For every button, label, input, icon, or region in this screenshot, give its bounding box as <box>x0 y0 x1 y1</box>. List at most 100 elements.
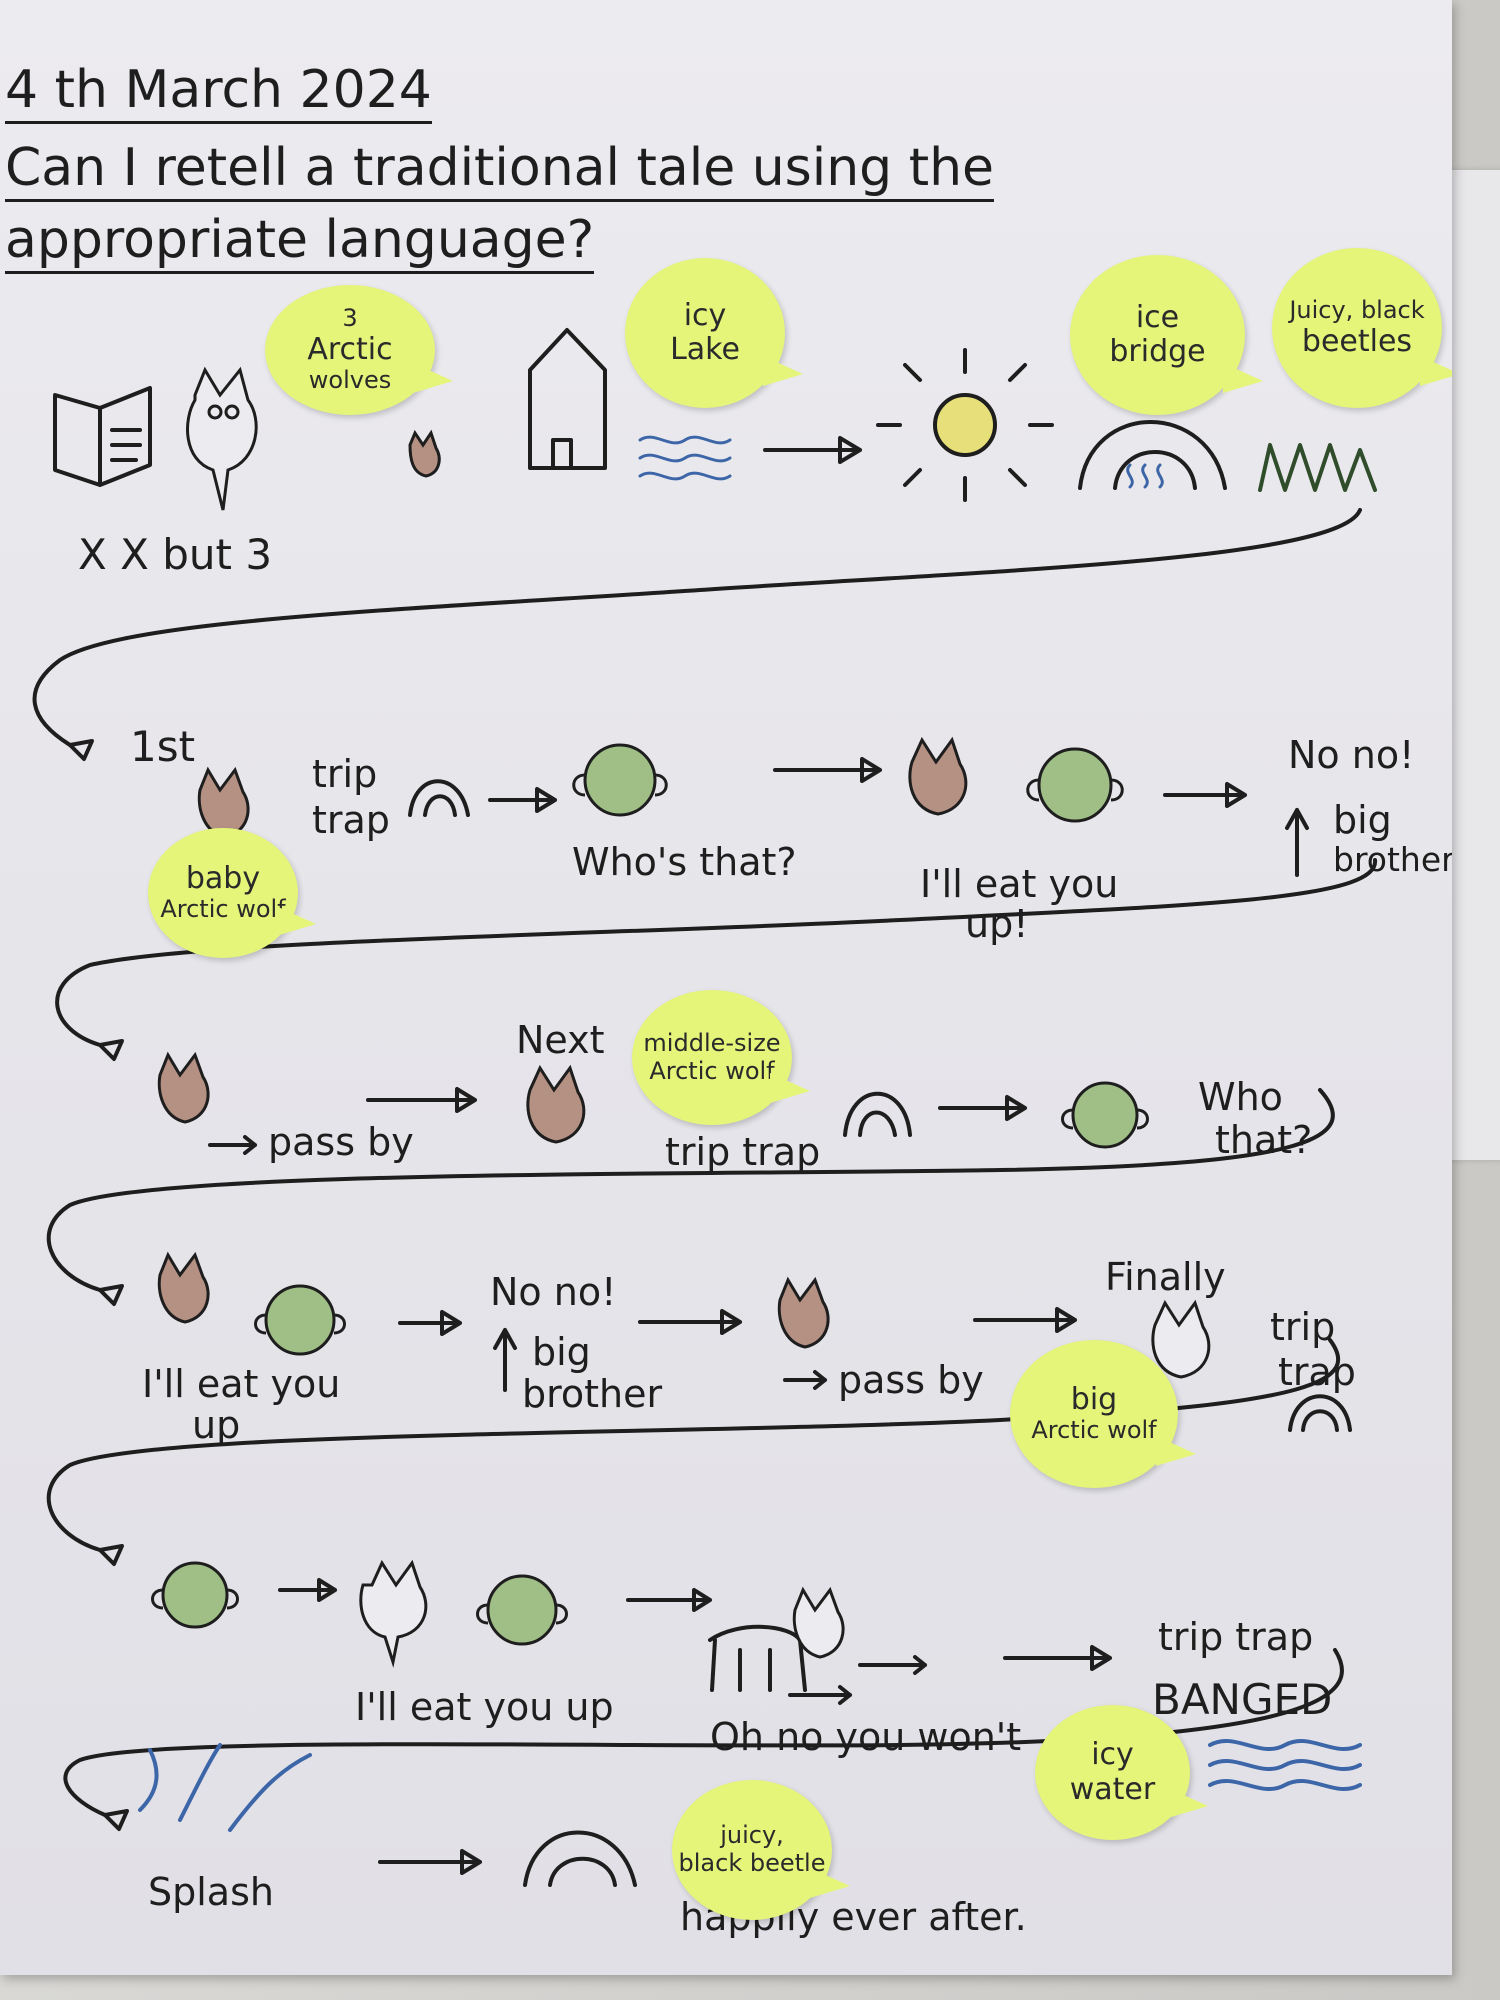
path-arrowhead <box>98 1284 124 1306</box>
wolf-face-icon-3 <box>908 736 968 816</box>
troll-face-icon-2 <box>1026 747 1124 823</box>
arrow-row5-a <box>278 1578 337 1602</box>
arrow-row3-b <box>938 1095 1027 1121</box>
big-label-2: big <box>532 1330 591 1374</box>
arrow-row2-a <box>488 787 557 813</box>
arrow-row5-c <box>1003 1645 1112 1671</box>
first-label: 1st <box>130 722 196 771</box>
wolf-face-icon-5 <box>526 1064 586 1144</box>
trip-trap-label: trip trap <box>665 1130 821 1174</box>
bridge-small-icon-2 <box>843 1091 912 1137</box>
finally-label: Finally <box>1105 1255 1226 1299</box>
banged-label: BANGED <box>1152 1675 1333 1724</box>
wolf-charge-icon <box>708 1624 807 1692</box>
wolf-face-icon <box>186 366 258 511</box>
troll-face-icon-6 <box>476 1574 568 1646</box>
arrow-row5-b <box>626 1588 712 1612</box>
no-no-label: No no! <box>1288 733 1415 777</box>
wolf-face-icon-4 <box>157 1051 210 1124</box>
path-arrowhead <box>98 1544 124 1566</box>
troll-face-icon-5 <box>151 1561 239 1629</box>
brother-label-2: brother <box>522 1372 663 1416</box>
troll-face-icon <box>572 743 668 817</box>
charge-arrows <box>788 1655 927 1705</box>
story-path-2 <box>55 858 1378 1047</box>
no-no-label-2: No no! <box>490 1270 617 1314</box>
wolf-face-icon-9 <box>359 1559 428 1668</box>
objective-line-1: Can I retell a traditional tale using th… <box>5 139 995 203</box>
trip-label: trip <box>312 752 378 796</box>
book-icon <box>53 386 152 487</box>
poster-sheet: 4 th March 2024 Can I retell a tradition… <box>0 0 1452 1975</box>
troll-face-icon-3 <box>1061 1081 1149 1149</box>
count-text: X X but 3 <box>78 530 273 579</box>
objective-line-2: appropriate language? <box>5 211 595 275</box>
pass-by-label: pass by <box>268 1120 414 1164</box>
whos-that-label: Who's that? <box>572 840 797 884</box>
bridge-small-icon-3 <box>1288 1394 1352 1432</box>
splash-label: Splash <box>148 1870 274 1914</box>
sticky-note-baby-wolf: baby Arctic wolf <box>148 828 298 958</box>
wolf-face-icon-10 <box>792 1586 845 1659</box>
sticky-note-icy-water: icy water <box>1035 1705 1190 1840</box>
eat-you-label-2: up! <box>965 902 1029 946</box>
wolf-face-icon-8 <box>1151 1299 1211 1379</box>
trap-label-2: trap <box>1278 1350 1356 1394</box>
sticky-note-middle-wolf: middle-size Arctic wolf <box>632 990 792 1125</box>
eat-you-label-1: I'll eat you <box>920 862 1119 906</box>
bridge-icon <box>1078 420 1227 490</box>
that-label: that? <box>1215 1118 1313 1162</box>
small-arrow-row4 <box>783 1370 827 1390</box>
arrow-row3-a <box>366 1087 477 1113</box>
arrow-row2-c <box>1163 782 1247 808</box>
story-path-4 <box>46 1338 1341 1552</box>
small-arrow-row3 <box>208 1135 257 1155</box>
troll-face-icon-4 <box>254 1284 346 1356</box>
house-icon <box>528 328 607 470</box>
who-label: Who <box>1198 1075 1283 1119</box>
trip-label-2: trip <box>1270 1305 1336 1349</box>
grass-icon <box>1258 443 1377 492</box>
sticky-note-icy-lake: icy Lake <box>625 258 785 408</box>
arrow-row6 <box>378 1849 482 1875</box>
story-path-5 <box>63 1648 1345 1817</box>
water-icon <box>638 435 732 481</box>
sticky-note-ice-bridge: ice bridge <box>1070 255 1245 415</box>
trip-trap-label-2: trip trap <box>1158 1615 1314 1659</box>
arrow-row4-a <box>398 1310 462 1336</box>
path-arrowhead <box>103 1809 129 1831</box>
path-arrowhead <box>68 739 94 761</box>
story-path-1 <box>32 508 1362 747</box>
date-heading: 4 th March 2024 <box>5 61 432 125</box>
sticky-note-juicy-beetle: juicy, black beetle <box>672 1780 832 1920</box>
arrow-row1 <box>763 436 862 464</box>
sun-icon <box>876 348 1054 502</box>
water-waves-icon <box>1208 1738 1362 1792</box>
up-arrow-row2 <box>1285 808 1309 877</box>
eat-you-up-label: I'll eat you up <box>355 1685 614 1729</box>
splash-icon <box>138 1743 312 1832</box>
arrow-row4-c <box>973 1307 1077 1333</box>
sticky-note-beetles: Juicy, black beetles <box>1272 248 1442 408</box>
sticky-note-big-wolf: big Arctic wolf <box>1010 1340 1178 1488</box>
pass-by-label-2: pass by <box>838 1358 984 1402</box>
next-label: Next <box>516 1018 605 1062</box>
wolf-face-small-icon <box>408 429 441 478</box>
wolf-face-icon-6 <box>157 1251 210 1324</box>
story-path-3 <box>46 1088 1335 1292</box>
sticky-note-arctic-wolves: 3 Arctic wolves <box>265 285 435 415</box>
wolf-face-icon-7 <box>777 1276 830 1349</box>
brother-label: brother <box>1333 840 1452 879</box>
bridge-icon-end <box>523 1830 637 1887</box>
story-map-drawing <box>32 328 1378 1887</box>
trap-label: trap <box>312 798 390 842</box>
eat-you-label-4: up <box>192 1403 241 1447</box>
arrow-row4-b <box>638 1309 742 1335</box>
arrow-row2-b <box>773 757 882 783</box>
wolf-face-icon-2 <box>197 766 250 839</box>
up-arrow-row4 <box>493 1328 517 1392</box>
oh-no-label: Oh no you won't <box>710 1715 1022 1759</box>
path-arrowhead <box>98 1039 124 1061</box>
bridge-small-icon <box>408 779 470 817</box>
big-label: big <box>1333 798 1392 842</box>
